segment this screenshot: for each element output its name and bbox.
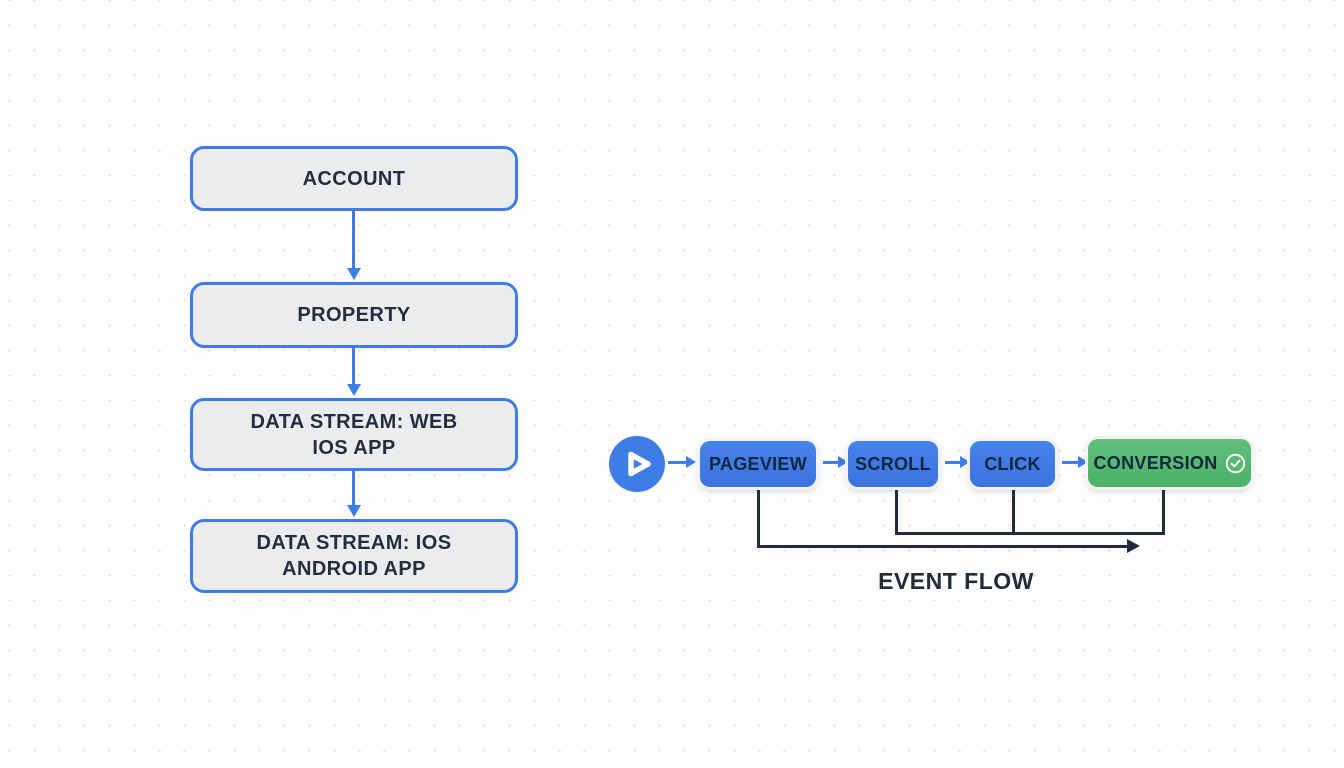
flow-arrow-line <box>1062 461 1078 464</box>
event-step-label: SCROLL <box>855 453 931 474</box>
hierarchy-node-property: PROPERTY <box>190 282 518 348</box>
flow-arrow-head <box>686 456 696 468</box>
connector-bracket-line <box>895 532 1165 535</box>
down-arrow-head <box>347 384 361 396</box>
hierarchy-node-label: ACCOUNT <box>302 167 406 190</box>
event-flow-arrow-head <box>1127 539 1140 553</box>
event-step-label: CONVERSION <box>1093 452 1218 473</box>
flow-arrow-head <box>1078 456 1088 468</box>
event-flow-arrow-line <box>757 545 1128 548</box>
hierarchy-node-label: DATA STREAM: WEB IOS APP <box>250 410 458 459</box>
connector-line-click <box>1012 490 1015 535</box>
event-step-label: CLICK <box>984 453 1041 474</box>
flow-arrow-line <box>945 461 960 464</box>
event-step-pageview: PAGEVIEW <box>700 441 816 487</box>
down-arrow-line <box>352 211 355 269</box>
check-circle-icon <box>1225 453 1246 474</box>
event-step-scroll: SCROLL <box>848 441 938 487</box>
flow-arrow-line <box>668 461 686 464</box>
down-arrow-line <box>352 348 355 385</box>
down-arrow-head <box>347 268 361 280</box>
event-step-conversion: CONVERSION <box>1088 439 1251 487</box>
hierarchy-node-data-stream-ios: DATA STREAM: IOS ANDROID APP <box>190 519 518 593</box>
hierarchy-node-data-stream-web: DATA STREAM: WEB IOS APP <box>190 398 518 471</box>
event-step-label: PAGEVIEW <box>708 453 808 474</box>
down-arrow-line <box>352 471 355 506</box>
hierarchy-node-label: PROPERTY <box>297 304 411 326</box>
event-flow-caption: EVENT FLOW <box>878 568 1034 594</box>
hierarchy-node-account: ACCOUNT <box>190 146 518 211</box>
connector-line-scroll <box>895 490 898 535</box>
flow-arrow-head <box>838 456 848 468</box>
connector-line-pageview <box>757 490 760 548</box>
connector-line-conversion <box>1162 490 1165 535</box>
event-step-click: CLICK <box>970 441 1055 487</box>
flow-arrow-head <box>960 456 970 468</box>
down-arrow-head <box>347 505 361 517</box>
play-icon <box>609 436 665 492</box>
hierarchy-node-label: DATA STREAM: IOS ANDROID APP <box>256 532 452 580</box>
flow-arrow-line <box>823 461 838 464</box>
